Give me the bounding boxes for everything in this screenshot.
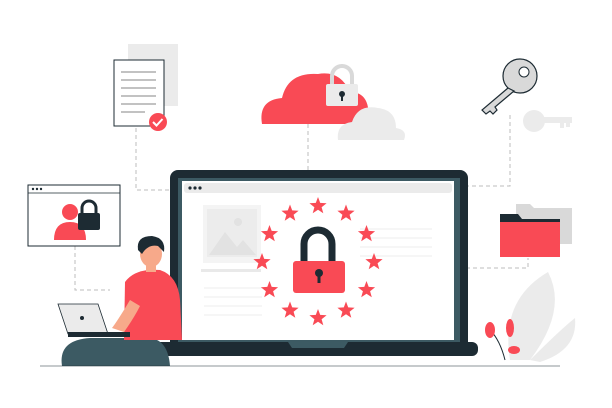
image-placeholder-icon xyxy=(201,205,261,272)
cloud-icon xyxy=(261,64,369,124)
browser-window-icon xyxy=(27,184,121,247)
check-icon xyxy=(149,113,167,131)
connector-folder xyxy=(466,258,529,269)
padlock-icon xyxy=(326,64,358,106)
document-icon xyxy=(113,44,178,131)
key-icon xyxy=(481,58,538,115)
hair xyxy=(137,236,165,254)
star-icon xyxy=(253,253,271,270)
star-icon xyxy=(365,253,383,270)
star-icon xyxy=(260,225,279,242)
plant-icon xyxy=(485,272,576,362)
star-icon xyxy=(281,301,299,318)
padlock-icon xyxy=(78,199,100,230)
star-icon xyxy=(309,309,327,326)
connector-window xyxy=(74,246,110,291)
star-icon xyxy=(357,225,376,242)
connector-document xyxy=(135,128,172,191)
text-placeholder-lines xyxy=(204,228,432,316)
star-icon xyxy=(337,204,355,221)
user-icon xyxy=(54,204,86,240)
padlock-icon xyxy=(293,226,345,293)
shirt xyxy=(124,269,182,340)
faded-key-icon xyxy=(523,110,572,132)
star-icon xyxy=(260,281,279,298)
gray-cloud-icon xyxy=(337,107,405,140)
star-ring xyxy=(253,197,383,326)
laptop-base xyxy=(150,342,478,356)
small-laptop-icon xyxy=(57,303,130,337)
star-icon xyxy=(357,281,376,298)
star-icon xyxy=(281,204,299,221)
connector-lines xyxy=(74,115,529,291)
connector-key xyxy=(466,115,511,187)
folder-icon xyxy=(500,204,572,257)
star-icon xyxy=(337,301,355,318)
browser-bar xyxy=(184,183,452,193)
legs xyxy=(61,338,170,366)
person-figure xyxy=(57,236,182,366)
star-icon xyxy=(309,197,327,214)
